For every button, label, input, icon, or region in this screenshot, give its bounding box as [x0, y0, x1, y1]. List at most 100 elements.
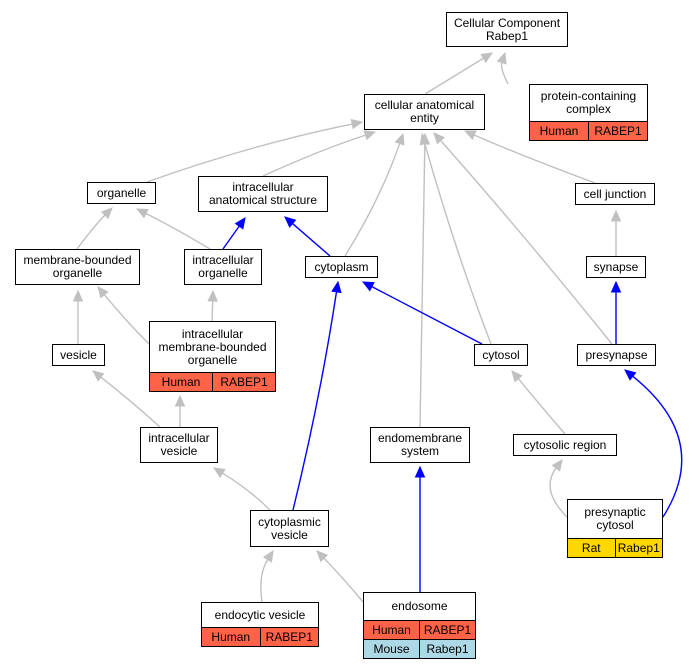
species-label: Human — [161, 374, 201, 389]
arrowhead-intracellular_organelle — [207, 289, 218, 302]
edge-intracellular_membrane_bounded_organelle-to-membrane_bounded_organelle — [103, 294, 150, 345]
edge-presynaptic_cytosol-to-cytosolic_region — [549, 467, 568, 518]
node-cytosolic-region[interactable]: cytosolic region — [513, 434, 617, 456]
node-membrane-bounded-organelle[interactable]: membrane-bounded organelle — [15, 249, 140, 285]
node-label: endosome — [391, 599, 448, 613]
node-endomembrane-system[interactable]: endomembrane system — [370, 427, 470, 463]
node-intracellular-vesicle[interactable]: intracellular vesicle — [140, 427, 218, 463]
node-presynapse[interactable]: presynapse — [577, 344, 656, 366]
edge-intracellular_membrane_bounded_organelle-to-intracellular_organelle — [211, 300, 214, 322]
edge-cell_junction-to-cellular_anatomical_entity — [473, 134, 596, 184]
species-label: Human — [539, 123, 579, 138]
arrowhead-intracellular_anatomical_structure — [234, 217, 246, 230]
edge-intracellular_anatomical_structure-to-cellular_anatomical_entity — [262, 134, 366, 177]
edge-cytoplasmic_vesicle-to-cytoplasm — [292, 291, 338, 511]
node-cellular-component[interactable]: Cellular Component Rabep1 — [446, 12, 568, 47]
arrowhead-cytosol — [511, 370, 523, 383]
edge-presynapse-to-cellular_anatomical_entity — [440, 140, 613, 345]
annotation-row: Human RABEP1 — [364, 620, 475, 639]
arrowhead-cell_junction — [610, 209, 622, 222]
node-label: synapse — [593, 259, 639, 274]
node-cytoplasmic-vesicle[interactable]: cytoplasmic vesicle — [250, 510, 329, 547]
node-label: vesicle — [60, 347, 97, 362]
annotation-row: Human RABEP1 — [150, 372, 275, 391]
edge-endocytic_vesicle-to-cytoplasmic_vesicle — [260, 559, 269, 603]
node-intracellular-anatomical-structure[interactable]: intracellular anatomical structure — [198, 176, 328, 212]
node-label: intracellular vesicle — [148, 431, 210, 458]
arrowhead-cellular_anatomical_entity — [419, 132, 431, 145]
annotation-row: Human RABEP1 — [202, 627, 318, 646]
gene-label: RABEP1 — [419, 621, 475, 639]
arrowhead-cytoplasm — [331, 280, 342, 294]
arrowhead-cytoplasm — [361, 281, 375, 292]
edge-organelle-to-cellular_anatomical_entity — [146, 123, 353, 183]
node-synapse[interactable]: synapse — [586, 256, 646, 278]
edge-protein_containing_complex-to-cellular_component — [500, 62, 509, 85]
node-label: presynapse — [585, 347, 648, 362]
arrowhead-cytoplasmic_vesicle — [262, 549, 274, 563]
arrowhead-vesicle — [92, 370, 105, 382]
edge-intracellular_organelle-to-intracellular_anatomical_structure — [222, 225, 240, 250]
node-label: endomembrane system — [377, 431, 463, 458]
gene-label: Rabep1 — [419, 640, 475, 658]
node-label: presynaptic cytosol — [584, 505, 646, 532]
gene-label: RABEP1 — [259, 628, 319, 646]
node-cellular-anatomical-entity[interactable]: cellular anatomical entity — [364, 94, 485, 130]
edge-cellular_anatomical_entity-to-cellular_component — [424, 57, 484, 95]
node-intracellular-organelle[interactable]: intracellular organelle — [184, 249, 262, 285]
edge-cytosol-to-cytoplasm — [371, 286, 483, 345]
node-intracellular-membrane-bounded-organelle[interactable]: intracellular membrane-bounded organelle… — [149, 321, 276, 392]
arrowhead-cellular_component — [480, 52, 494, 63]
edge-cytoplasmic_vesicle-to-intracellular_vesicle — [222, 472, 271, 511]
arrowhead-cytoplasmic_vesicle — [316, 550, 329, 563]
node-label: organelle — [96, 185, 147, 200]
node-label: protein-containing complex — [540, 89, 637, 116]
species-label: Rat — [581, 540, 601, 555]
species-label: Mouse — [373, 641, 410, 656]
gene-label: RABEP1 — [588, 122, 647, 140]
arrowhead-intracellular_membrane_bounded_organelle — [174, 394, 186, 407]
node-cytoplasm[interactable]: cytoplasm — [305, 256, 378, 278]
arrowhead-cellular_component — [496, 51, 507, 65]
arrowhead-membrane_bounded_organelle — [97, 286, 109, 299]
node-cytosol[interactable]: cytosol — [474, 344, 528, 366]
edge-membrane_bounded_organelle-to-organelle — [76, 214, 106, 250]
edge-intracellular_vesicle-to-vesicle — [100, 376, 161, 428]
annotation-row: Mouse Rabep1 — [364, 639, 475, 658]
node-organelle[interactable]: organelle — [87, 182, 156, 204]
node-label: cytoplasmic vesicle — [258, 514, 321, 542]
species-label: Human — [372, 622, 411, 637]
node-vesicle[interactable]: vesicle — [52, 344, 105, 366]
arrowhead-cellular_anatomical_entity — [394, 132, 405, 146]
arrowhead-cytosolic_region — [551, 459, 563, 472]
node-label: intracellular organelle — [192, 253, 254, 280]
node-label: intracellular membrane-bounded organelle — [158, 326, 267, 367]
node-label: Cellular Component Rabep1 — [453, 15, 561, 43]
arrowhead-presynapse — [624, 369, 637, 381]
gene-label: Rabep1 — [614, 539, 663, 557]
node-cell-junction[interactable]: cell junction — [575, 183, 655, 205]
node-label: cytosolic region — [523, 437, 607, 452]
arrowhead-cellular_anatomical_entity — [463, 130, 477, 141]
edge-cytosol-to-cellular_anatomical_entity — [424, 143, 492, 345]
edge-presynaptic_cytosol-to-presynapse — [632, 375, 683, 518]
node-label: cellular anatomical entity — [374, 98, 475, 125]
node-label: cytosol — [482, 347, 520, 362]
annotation-row: Human RABEP1 — [530, 121, 647, 140]
species-label: Human — [211, 629, 251, 644]
edge-intracellular_organelle-to-organelle — [145, 212, 211, 250]
edge-cytoplasm-to-cellular_anatomical_entity — [344, 143, 401, 257]
gene-label: RABEP1 — [212, 373, 275, 391]
edge-cytoplasm-to-intracellular_anatomical_structure — [292, 223, 331, 257]
node-label: endocytic vesicle — [214, 607, 306, 622]
arrowhead-intracellular_vesicle — [212, 467, 226, 478]
edge-cytosolic_region-to-cytosol — [517, 378, 566, 435]
arrowhead-cellular_anatomical_entity — [350, 118, 364, 130]
node-label: cytoplasm — [314, 259, 369, 274]
